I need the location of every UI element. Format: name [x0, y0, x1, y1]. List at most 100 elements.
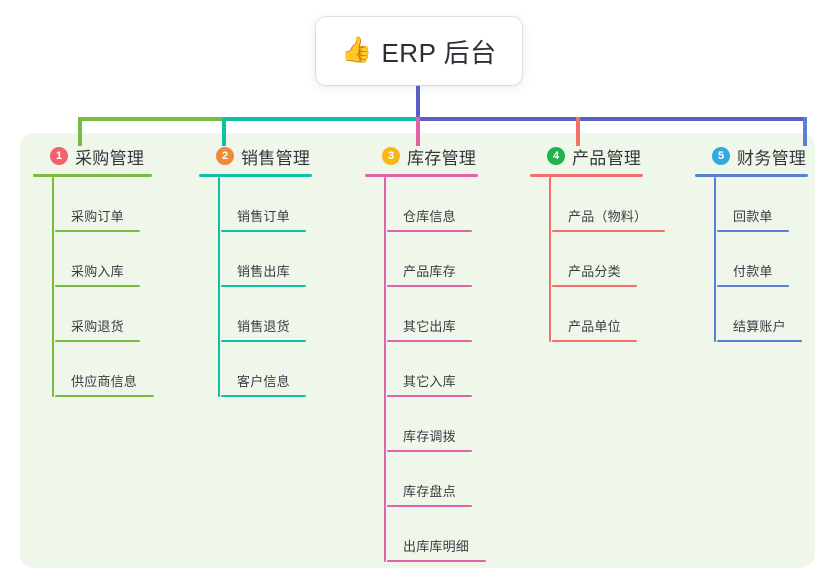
branch-item-underline: [387, 285, 472, 287]
branch-item-underline: [387, 395, 472, 397]
branch-item-label: 其它入库: [403, 374, 456, 389]
root-node[interactable]: 👍 ERP 后台: [316, 17, 522, 85]
branch-item-underline: [387, 560, 486, 562]
branch-item-underline: [387, 230, 472, 232]
branch-items: 采购订单采购入库采购退货供应商信息: [33, 177, 183, 397]
branch-number-badge: 3: [382, 147, 400, 165]
branch-item-label: 产品单位: [568, 319, 621, 334]
branch-number-badge: 4: [547, 147, 565, 165]
page-title: ERP 后台: [381, 37, 497, 68]
branch-column-1: 1 采购管理采购订单采购入库采购退货供应商信息: [33, 144, 183, 397]
branch-item-underline: [552, 285, 637, 287]
branch-item[interactable]: 产品（物料）: [552, 177, 680, 232]
branch-items: 仓库信息产品库存其它出库其它入库库存调拨库存盘点出库库明细: [365, 177, 515, 562]
branch-column-2: 2 销售管理销售订单销售出库销售退货客户信息: [199, 144, 349, 397]
branch-title: 产品管理: [572, 148, 642, 168]
branch-item-label: 销售退货: [237, 319, 290, 334]
branch-item-label: 客户信息: [237, 374, 290, 389]
branch-item[interactable]: 销售退货: [221, 287, 349, 342]
branch-header-4[interactable]: 4 产品管理: [530, 144, 680, 168]
branch-item-underline: [717, 230, 789, 232]
branch-item[interactable]: 产品分类: [552, 232, 680, 287]
branch-column-5: 5 财务管理回款单付款单结算账户: [695, 144, 825, 342]
branch-item-underline: [221, 230, 306, 232]
branch-item-underline: [717, 285, 789, 287]
branch-item-underline: [55, 395, 154, 397]
branch-item-label: 采购入库: [71, 264, 124, 279]
branch-item-underline: [221, 340, 306, 342]
branch-item[interactable]: 结算账户: [717, 287, 825, 342]
branch-item-underline: [221, 285, 306, 287]
branch-item[interactable]: 采购订单: [55, 177, 183, 232]
branch-item-label: 库存盘点: [403, 484, 456, 499]
branch-items: 产品（物料） 产品分类产品单位: [530, 177, 680, 342]
branch-item[interactable]: 产品单位: [552, 287, 680, 342]
branch-spine: [218, 177, 220, 397]
branch-item[interactable]: 出库库明细: [387, 507, 515, 562]
branch-item[interactable]: 采购退货: [55, 287, 183, 342]
branch-item-underline: [55, 230, 140, 232]
branch-spine: [714, 177, 716, 342]
branch-title: 销售管理: [241, 148, 311, 168]
branch-item-label: 出库库明细: [403, 539, 470, 554]
branch-underline: [33, 174, 152, 177]
branch-item[interactable]: 回款单: [717, 177, 825, 232]
branch-item[interactable]: 销售出库: [221, 232, 349, 287]
branch-item-underline: [552, 340, 637, 342]
branch-header-2[interactable]: 2 销售管理: [199, 144, 349, 168]
branch-item[interactable]: 客户信息: [221, 342, 349, 397]
branch-underline: [199, 174, 312, 177]
branch-item[interactable]: 销售订单: [221, 177, 349, 232]
branch-header-3[interactable]: 3 库存管理: [365, 144, 515, 168]
branch-item-underline: [387, 340, 472, 342]
branch-item-label: 结算账户: [733, 319, 786, 334]
branch-items: 回款单付款单结算账户: [695, 177, 825, 342]
branch-column-4: 4 产品管理产品（物料） 产品分类产品单位: [530, 144, 680, 342]
branch-title: 采购管理: [75, 148, 145, 168]
branch-item-label: 其它出库: [403, 319, 456, 334]
branch-item-underline: [387, 505, 472, 507]
branch-number-badge: 1: [50, 147, 68, 165]
branch-item-label: 销售订单: [237, 209, 290, 224]
branch-spine: [549, 177, 551, 342]
branch-item-underline: [552, 230, 665, 232]
branch-underline: [530, 174, 643, 177]
branch-item-label: 回款单: [733, 209, 773, 224]
branch-number-badge: 5: [712, 147, 730, 165]
branch-item-underline: [387, 450, 472, 452]
branch-underline: [695, 174, 808, 177]
branch-number-badge: 2: [216, 147, 234, 165]
branch-item-label: 供应商信息: [71, 374, 138, 389]
branch-item-label: 付款单: [733, 264, 773, 279]
branch-item[interactable]: 产品库存: [387, 232, 515, 287]
branch-header-5[interactable]: 5 财务管理: [695, 144, 825, 168]
branch-item[interactable]: 其它出库: [387, 287, 515, 342]
branch-item[interactable]: 付款单: [717, 232, 825, 287]
branch-item[interactable]: 仓库信息: [387, 177, 515, 232]
branch-item-underline: [55, 340, 140, 342]
branch-item-label: 产品库存: [403, 264, 456, 279]
branch-item-label: 库存调拨: [403, 429, 456, 444]
branch-item[interactable]: 库存调拨: [387, 397, 515, 452]
branch-item-underline: [55, 285, 140, 287]
branch-column-3: 3 库存管理仓库信息产品库存其它出库其它入库库存调拨库存盘点出库库明细: [365, 144, 515, 562]
branch-spine: [384, 177, 386, 562]
branch-title: 库存管理: [407, 148, 477, 168]
branch-header-1[interactable]: 1 采购管理: [33, 144, 183, 168]
branch-underline: [365, 174, 478, 177]
branch-item[interactable]: 库存盘点: [387, 452, 515, 507]
branch-items: 销售订单销售出库销售退货客户信息: [199, 177, 349, 397]
branch-item-underline: [221, 395, 306, 397]
thumbs-up-icon: 👍: [341, 35, 373, 64]
branch-item-label: 产品（物料）: [568, 209, 648, 224]
branch-item[interactable]: 其它入库: [387, 342, 515, 397]
branch-item[interactable]: 供应商信息: [55, 342, 183, 397]
branch-title: 财务管理: [737, 148, 807, 168]
branch-item-underline: [717, 340, 802, 342]
branch-item[interactable]: 采购入库: [55, 232, 183, 287]
branches-panel: [20, 133, 815, 568]
branch-item-label: 仓库信息: [403, 209, 456, 224]
branch-item-label: 产品分类: [568, 264, 621, 279]
branch-item-label: 采购退货: [71, 319, 124, 334]
